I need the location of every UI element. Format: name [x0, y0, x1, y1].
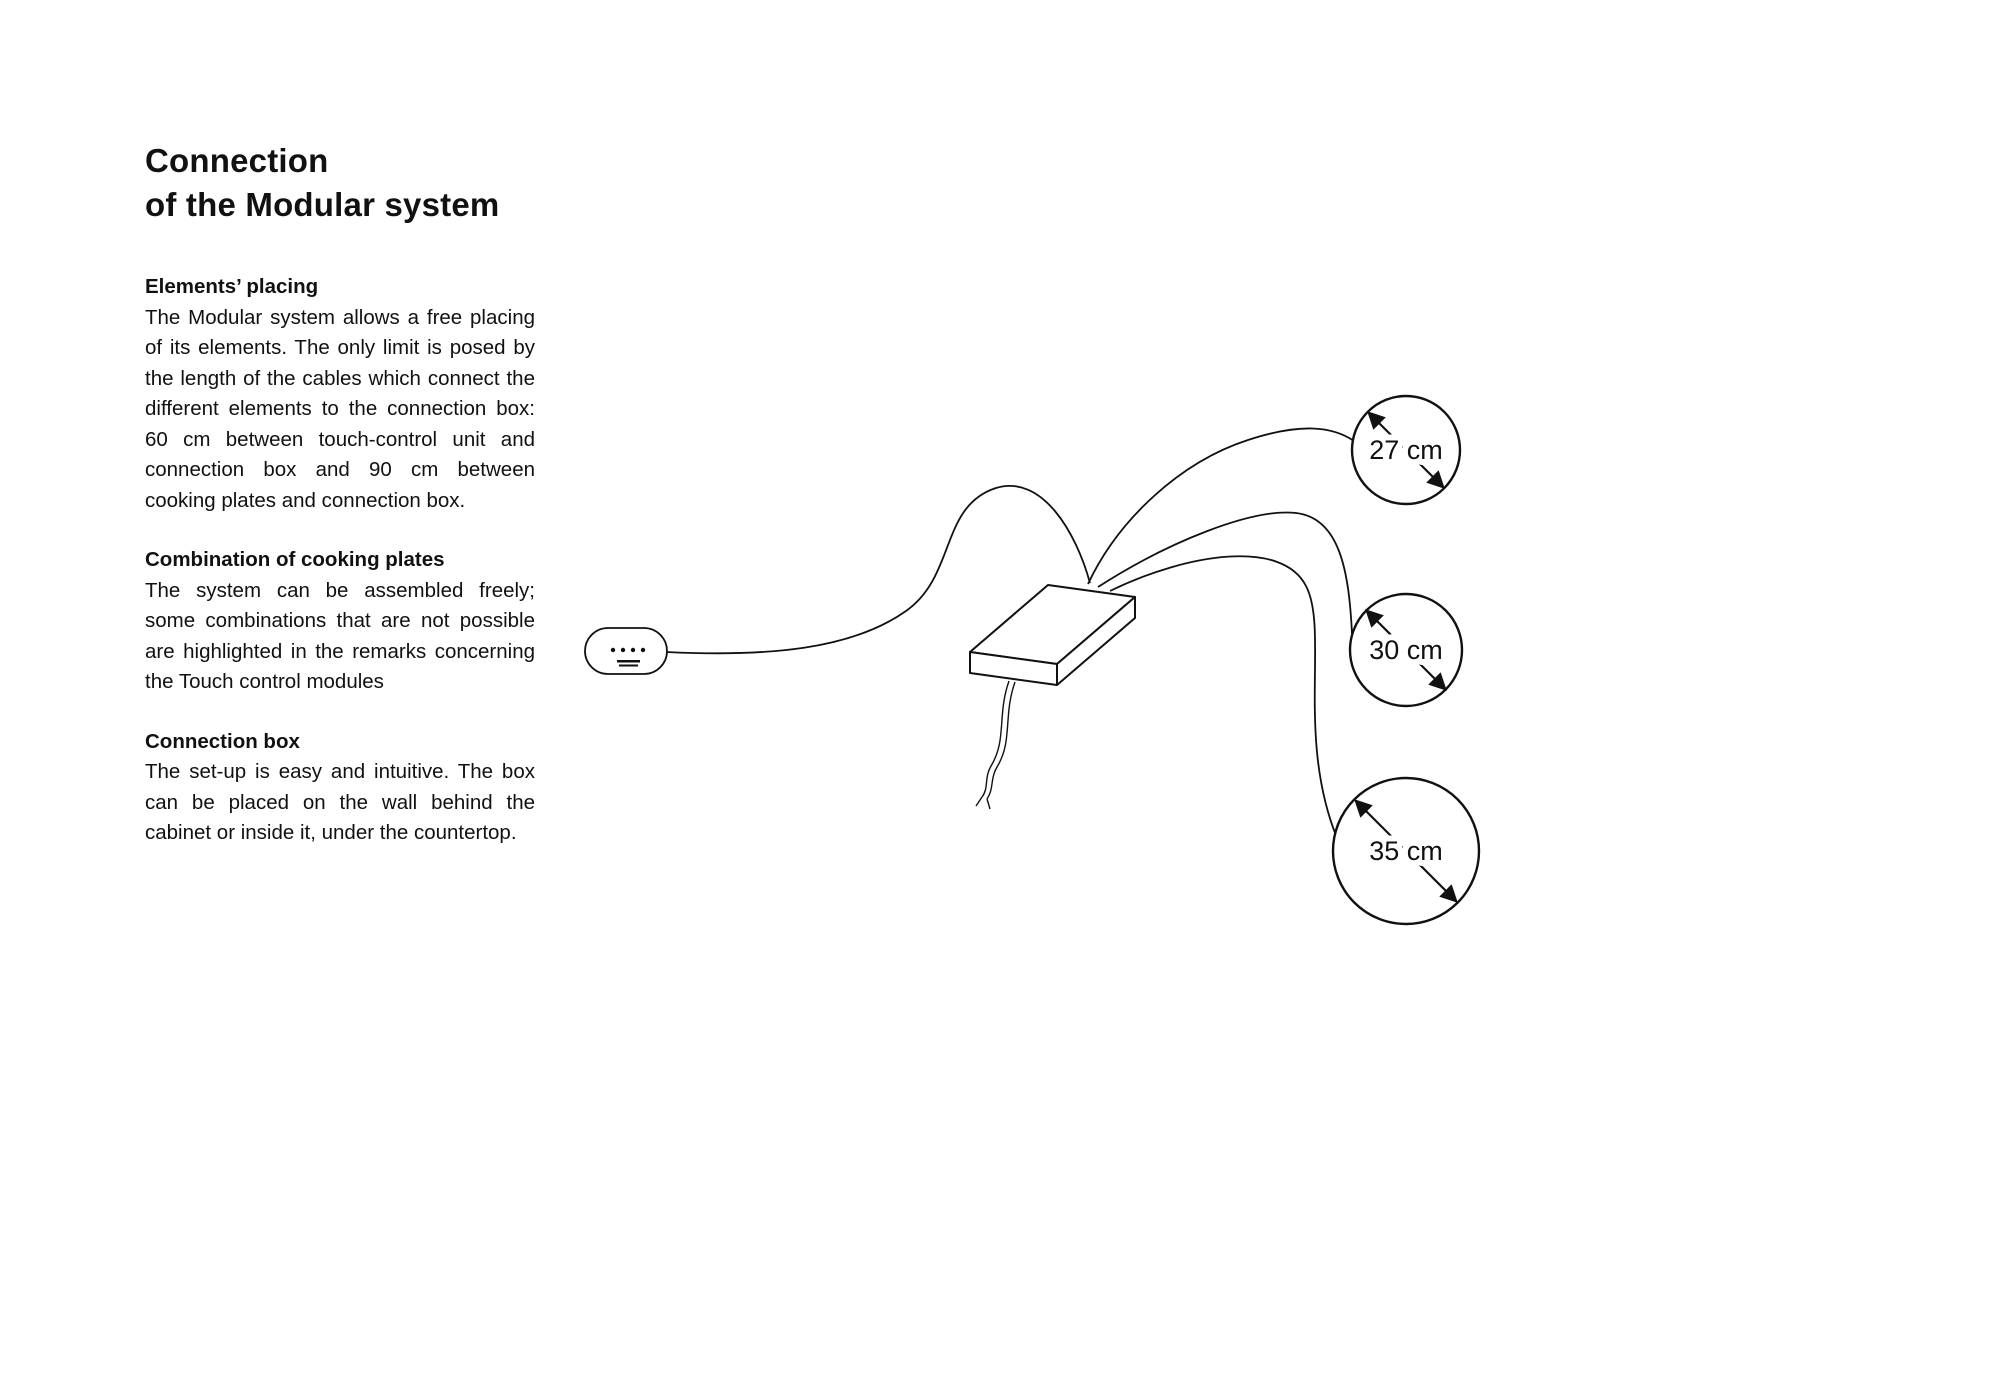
diameter-label-35cm: 35 cm [1369, 836, 1443, 866]
section-body-connection-box: The set-up is easy and intuitive. The bo… [145, 760, 535, 844]
plate-circle-30cm: 30 cm [1348, 592, 1464, 708]
plate-circle-35cm: 35 cm [1331, 776, 1481, 926]
cable-30cm [1097, 511, 1353, 635]
page-title-line2: of the Modular system [145, 185, 500, 223]
touch-control-dots [610, 647, 646, 653]
brand-mark [617, 660, 640, 667]
connection-box [969, 584, 1136, 686]
page-title-line1: Connection [145, 142, 329, 179]
section-heading-elements-placing: Elements’ placing [145, 275, 319, 298]
section-body-elements-placing: The Modular system allows a free placing… [145, 305, 535, 512]
diameter-label-27cm: 27 cm [1369, 435, 1443, 465]
power-cord [975, 680, 1016, 810]
section-connection-box: Connection box The set-up is easy and in… [145, 727, 535, 849]
section-elements-placing: Elements’ placing The Modular system all… [145, 272, 535, 516]
plate-circle-27cm: 27 cm [1350, 394, 1462, 506]
touch-control-unit [584, 627, 668, 675]
cable-27cm [1087, 427, 1355, 585]
diameter-arrow-35cm [1354, 799, 1458, 903]
connection-box-front-right [1056, 596, 1136, 686]
section-heading-combination: Combination of cooking plates [145, 548, 445, 571]
diameter-label-30cm: 30 cm [1369, 635, 1443, 665]
cable-35cm [1109, 555, 1338, 839]
page-title: Connection of the Modular system [145, 139, 535, 226]
section-heading-connection-box: Connection box [145, 729, 300, 753]
text-column: Connection of the Modular system Element… [145, 139, 535, 878]
section-body-combination: The system can be assembled freely; some… [145, 578, 535, 694]
diameter-arrow-30cm [1365, 609, 1447, 691]
diameter-arrow-27cm [1367, 411, 1445, 489]
section-combination-cooking-plates: Combination of cooking plates The system… [145, 545, 535, 698]
cable-touch-control [665, 485, 1091, 655]
